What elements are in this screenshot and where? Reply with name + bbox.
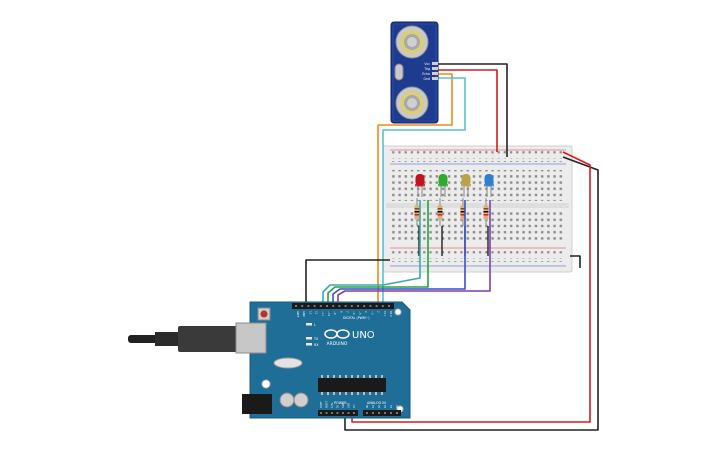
resistor — [483, 198, 489, 226]
header-pin-label: 2 — [377, 311, 380, 313]
wire-led-red — [322, 200, 421, 302]
wire-sensor-vcc — [436, 69, 498, 152]
wire-arduino-gnd — [305, 259, 390, 302]
power-pin-label: RESET — [326, 400, 329, 408]
header-pin-label: AREF — [296, 311, 299, 318]
led — [484, 174, 494, 197]
led — [415, 174, 425, 197]
wires — [305, 63, 599, 431]
power-pin-label: 5V — [337, 405, 340, 408]
power-pin-label: 3.3V — [331, 403, 334, 408]
power-pin-label: GND — [342, 403, 345, 408]
header-pin-label: 13 — [308, 311, 311, 315]
header-pin-label: ~6 — [352, 311, 355, 315]
wire-led-yellow — [332, 200, 466, 302]
header-pin-label: ~3 — [370, 311, 373, 315]
wire-power-red — [351, 151, 591, 423]
header-pin-label: ~9 — [333, 311, 336, 315]
header-pin-label: ~5 — [358, 311, 361, 315]
brand-label: ARDUINO — [327, 341, 348, 347]
header-pin-label: ~11 — [321, 311, 324, 317]
led — [438, 174, 448, 197]
analog-pin-label: A2 — [378, 405, 381, 408]
wire-bottom-rail — [570, 255, 581, 268]
header-pin-label: ~10 — [327, 311, 330, 317]
analog-pin-label: A1 — [372, 405, 375, 408]
sensor-pin-label: Trig — [423, 67, 430, 71]
resistor — [414, 198, 420, 226]
transducer-bottom — [395, 86, 429, 120]
sensor-pin-label: Gnd — [423, 77, 430, 81]
analog-pin-label: A0 — [366, 405, 369, 408]
led-label-l: L — [314, 323, 316, 327]
sensor-pin-label: Vcc — [424, 62, 430, 66]
wire-sensor-trig — [382, 77, 466, 302]
header-pin-label: 12 — [315, 311, 318, 315]
header-pin-label: 4 — [364, 311, 367, 313]
transducer-top — [395, 25, 429, 59]
wire-led-green — [327, 200, 429, 302]
header-pin-label: 8 — [339, 311, 342, 313]
power-pin-label: IOREF — [320, 401, 323, 408]
resistor — [437, 198, 443, 226]
breadboard — [382, 145, 573, 273]
header-pin-label: TX 1 — [383, 311, 386, 317]
wire-power-black — [344, 156, 599, 431]
analog-label: ANALOG IN — [367, 401, 386, 405]
header-pin-label: GND — [302, 311, 305, 317]
header-pin-label: 7 — [346, 311, 349, 313]
wire-sensor-echo — [377, 73, 453, 302]
led-label-rx: RX — [314, 343, 319, 347]
led-label-tx: TX — [313, 337, 319, 341]
power-label: POWER — [334, 401, 347, 405]
sensor-pin-label: Echo — [422, 72, 430, 76]
model-label: UNO — [352, 330, 375, 341]
analog-pin-label: A3 — [384, 405, 387, 408]
power-pin-label: Vin — [353, 404, 356, 408]
analog-pin-label: A4 — [390, 405, 393, 408]
led-group — [415, 174, 494, 197]
status-leds: L TX RX — [306, 323, 319, 347]
arduino-uno: ARDUINO UNO DIGITAL (PWM~) POWER ANALOG … — [235, 301, 411, 419]
power-pin-label: GND — [348, 403, 351, 408]
analog-pin-label: A5 — [396, 405, 399, 408]
wire-sensor-gnd — [436, 63, 508, 157]
led — [461, 174, 471, 197]
digital-label: DIGITAL (PWM~) — [343, 316, 369, 320]
arduino-logo — [324, 329, 350, 339]
header-pin-label: RX 0 — [389, 311, 392, 317]
wire-led-blue — [337, 200, 491, 302]
